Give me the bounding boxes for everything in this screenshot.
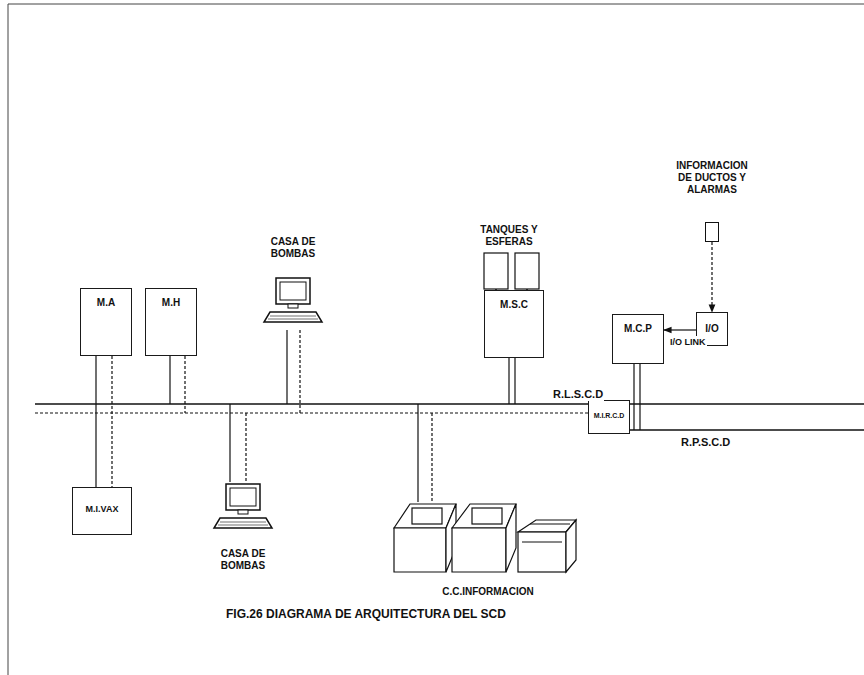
module-box: M.C.P xyxy=(612,314,664,364)
bus-stub xyxy=(431,413,432,502)
node-text: CASA DE BOMBAS xyxy=(215,548,271,572)
signal-source: INFORMACION DE DUCTOS Y ALARMAS xyxy=(672,160,752,242)
bus-stub xyxy=(229,404,230,482)
module-box: M.I.VAX xyxy=(72,487,132,535)
connector-line xyxy=(95,356,96,487)
network-label: R.P.S.C.D xyxy=(680,436,731,449)
bus-stub xyxy=(184,356,185,413)
bus-stub xyxy=(417,404,418,502)
workstation-node: CASA DE BOMBAS xyxy=(250,236,336,330)
connector xyxy=(712,242,713,312)
frame-line xyxy=(8,4,9,675)
computer-icon xyxy=(262,276,324,326)
bus-line xyxy=(35,403,864,404)
network-label: R.L.S.C.D xyxy=(552,388,604,401)
computer-icon xyxy=(212,482,274,532)
node-text: CASA DE BOMBAS xyxy=(265,236,321,260)
tank-icons xyxy=(478,252,540,290)
node-text: M.I.R.C.D xyxy=(589,411,629,420)
module-box: M.S.C xyxy=(484,290,544,358)
module-box: M.I.R.C.D xyxy=(588,400,630,434)
tank-group: TANQUES Y ESFERAS xyxy=(474,224,544,294)
bus-stub xyxy=(245,413,246,482)
console-node: C.C.INFORMACION xyxy=(388,498,588,598)
frame-line xyxy=(8,4,864,5)
connector xyxy=(96,356,112,487)
node-text: M.A xyxy=(81,297,131,309)
node-text: M.C.P xyxy=(613,323,663,335)
bus-stub xyxy=(514,358,515,404)
tank-icons-wrap xyxy=(478,252,540,294)
bus-stub xyxy=(633,364,634,430)
bus-line xyxy=(628,429,864,430)
node-text: I/O xyxy=(697,323,727,335)
bus-stub xyxy=(508,358,509,404)
connector-label: I/O LINK xyxy=(669,336,707,349)
computer-icon-wrap xyxy=(212,482,274,536)
module-box: M.H xyxy=(145,288,197,356)
node-text: M.H xyxy=(146,297,196,309)
bus-stub xyxy=(169,356,170,404)
node-text: INFORMACION DE DUCTOS Y ALARMAS xyxy=(673,160,751,196)
node-text: TANQUES Y ESFERAS xyxy=(476,224,542,248)
bus-stub xyxy=(286,330,287,404)
bus-dotted-line xyxy=(35,412,590,413)
workstation-node: CASA DE BOMBAS xyxy=(210,482,276,572)
node-text: M.S.C xyxy=(485,299,543,311)
connector-line xyxy=(711,242,712,312)
bus-stub xyxy=(299,330,300,413)
node-text: M.I.VAX xyxy=(73,504,131,515)
module-box: M.A xyxy=(80,288,132,356)
connector xyxy=(664,330,696,331)
node-text: C.C.INFORMACION xyxy=(442,586,534,598)
bus-stub xyxy=(639,364,640,430)
source-box xyxy=(705,222,719,242)
connector-line xyxy=(664,329,696,330)
connector-line xyxy=(111,356,112,487)
computer-icon-wrap xyxy=(262,276,324,330)
console-illustration xyxy=(390,498,586,576)
figure-caption: FIG.26 DIAGRAMA DE ARQUITECTURA DEL SCD xyxy=(225,608,507,621)
console-wrap xyxy=(390,498,586,580)
